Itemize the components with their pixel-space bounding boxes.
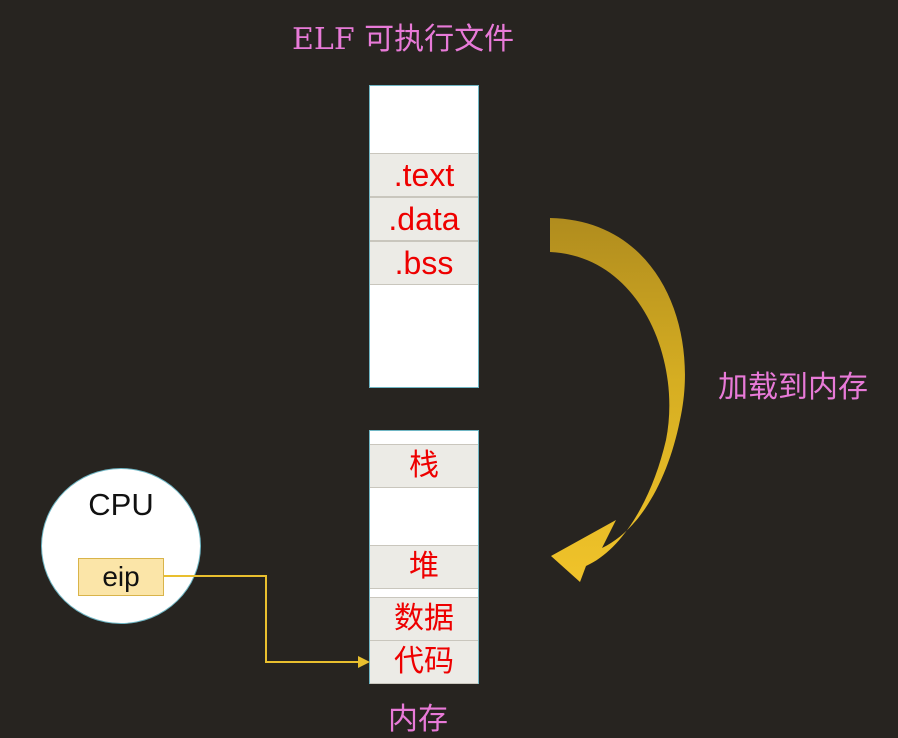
elf-section-text: .text bbox=[370, 153, 478, 197]
load-curved-arrow bbox=[550, 218, 685, 582]
eip-register: eip bbox=[78, 558, 164, 596]
elf-file-box: .text .data .bss bbox=[369, 85, 479, 388]
memory-segment-code: 代码 bbox=[370, 640, 478, 684]
load-to-memory-label: 加载到内存 bbox=[718, 370, 868, 405]
memory-segment-stack: 栈 bbox=[370, 444, 478, 488]
diagram-title: ELF 可执行文件 bbox=[292, 22, 515, 57]
cpu-circle: CPU eip bbox=[41, 468, 201, 624]
memory-segment-data: 数据 bbox=[370, 597, 478, 641]
elf-section-bss: .bss bbox=[370, 241, 478, 285]
eip-pointer-line bbox=[164, 575, 362, 663]
elf-section-data: .data bbox=[370, 197, 478, 241]
cpu-label: CPU bbox=[88, 487, 154, 522]
memory-label: 内存 bbox=[388, 702, 448, 737]
memory-segment-heap: 堆 bbox=[370, 545, 478, 589]
memory-box: 栈 堆 数据 代码 bbox=[369, 430, 479, 684]
